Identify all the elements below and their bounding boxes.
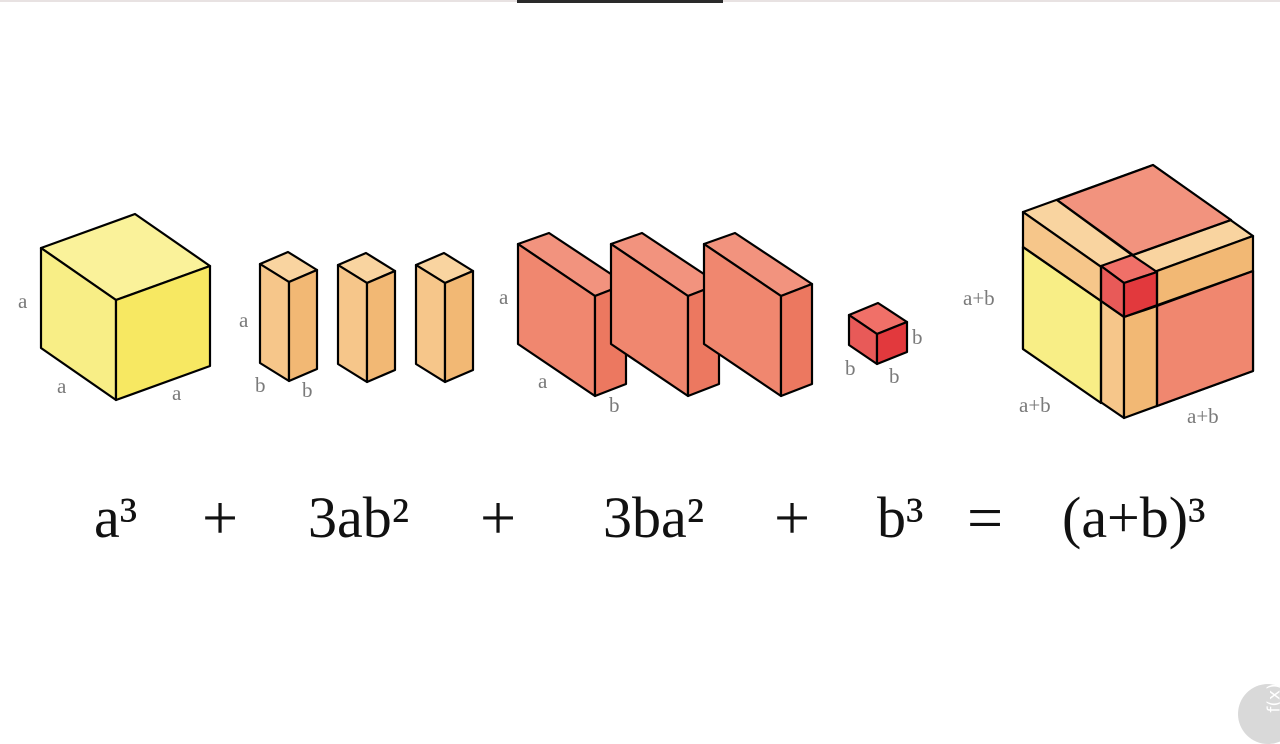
fx-icon-label: f(x) (1264, 683, 1280, 713)
cube-b-front-label: b (889, 364, 900, 388)
rod-3-front-face (414, 263, 447, 384)
cube-a-depth-label: a (57, 374, 67, 398)
cube-a-side-face (114, 264, 212, 402)
rod-2-front-face (336, 263, 369, 384)
big-cube-line (1122, 269, 1255, 319)
slab-depth-label: a (538, 369, 548, 393)
slab-3 (702, 231, 814, 398)
cube-diagram: a a a a b b a a b (18, 163, 1255, 428)
cube-b-left-label: b (845, 356, 856, 380)
term-a-plus-b-cubed: (a+b)³ (1062, 485, 1206, 550)
plus-sign-2: + (480, 482, 517, 553)
term-3ab-squared: 3ab² (308, 485, 410, 550)
equals-sign: = (967, 482, 1004, 553)
cube-a-plus-b-cubed (1021, 163, 1255, 420)
term-3ba-squared: 3ba² (603, 485, 705, 550)
rod-1-side-face (287, 268, 319, 383)
cube-b-cubed (847, 301, 909, 366)
rod-3 (414, 251, 475, 384)
slab-2 (609, 231, 721, 398)
rod-3-side-face (443, 269, 475, 384)
slab-1 (516, 231, 628, 398)
big-cube-depth-label: a+b (1019, 393, 1051, 417)
cube-a-height-label: a (18, 289, 28, 313)
big-cube-line (1099, 299, 1126, 319)
cube-b-right-label: b (912, 325, 923, 349)
cube-b-side-face (875, 320, 909, 366)
big-cube-width-label: a+b (1187, 404, 1219, 428)
rod-2-side-face (365, 269, 397, 384)
rod-2 (336, 251, 397, 384)
rod-1 (258, 250, 319, 383)
slab-height-label: a (499, 285, 509, 309)
big-cube-line (1055, 198, 1134, 257)
big-cube-line (1131, 218, 1233, 257)
term-b-cubed: b³ (877, 485, 924, 550)
term-a-cubed: a³ (94, 485, 138, 550)
cube-a-width-label: a (172, 381, 182, 405)
slab-3-side-face (779, 282, 814, 398)
slab-width-label: b (609, 393, 620, 417)
rod-height-label: a (239, 308, 249, 332)
video-progress-bar (517, 0, 723, 3)
plus-sign-1: + (202, 482, 239, 553)
rod-1-front-face (258, 262, 291, 383)
big-cube-height-label: a+b (963, 286, 995, 310)
big-cube-line (1021, 245, 1103, 303)
rod-width-label: b (302, 378, 313, 402)
plus-sign-3: + (774, 482, 811, 553)
rod-depth-label: b (255, 373, 266, 397)
cube-a-cubed (39, 212, 212, 402)
